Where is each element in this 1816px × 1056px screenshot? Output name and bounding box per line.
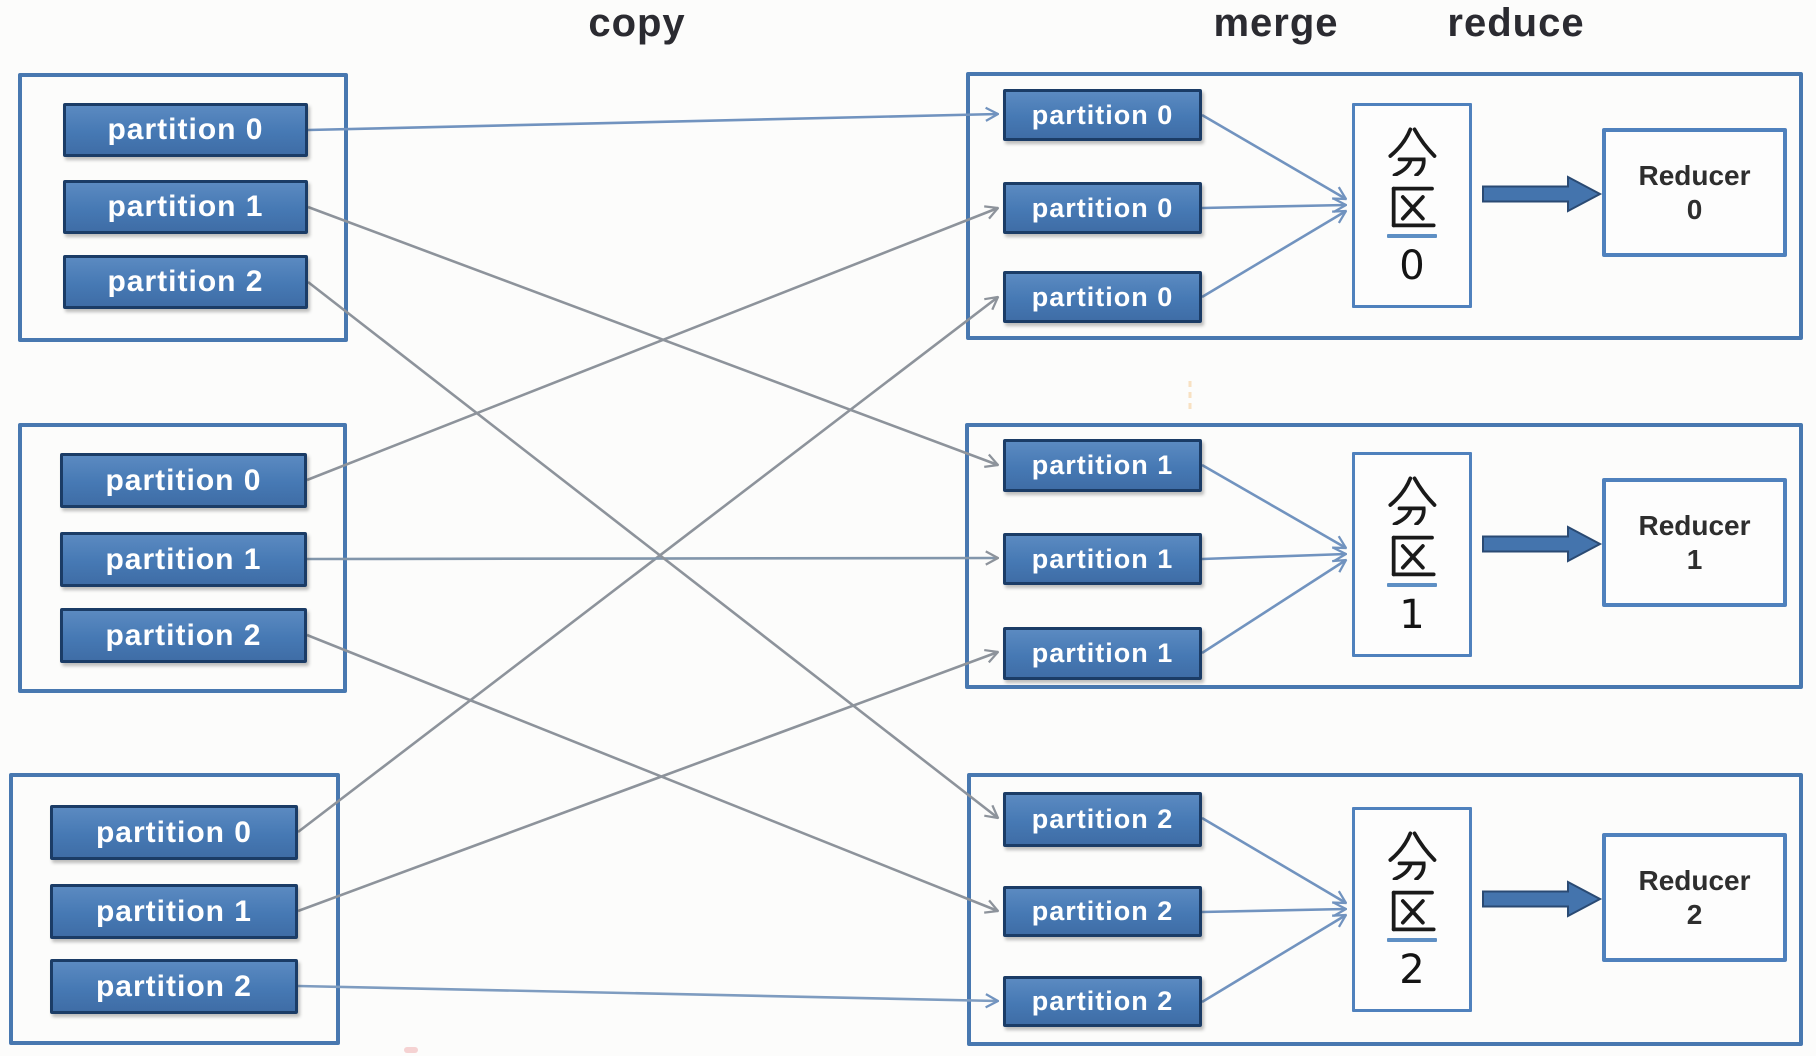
mapper-box-1 bbox=[18, 73, 348, 342]
map3-partition-0: partition 0 bbox=[50, 805, 298, 860]
reducer-0-label: Reducer bbox=[1638, 159, 1751, 191]
merge0-chip-2: partition 0 bbox=[1003, 271, 1202, 323]
merge1-chip-1: partition 1 bbox=[1003, 533, 1202, 585]
merge-lines bbox=[1201, 113, 1346, 1004]
reducer-2-label: Reducer bbox=[1638, 864, 1751, 896]
phase-label-reduce: reduce bbox=[1447, 1, 1585, 45]
qu-underline bbox=[1387, 582, 1437, 587]
map2-partition-2: partition 2 bbox=[60, 608, 307, 663]
mapper-box-3 bbox=[9, 773, 340, 1045]
reducer-1-number: 1 bbox=[1686, 543, 1703, 575]
partition-box-2: 2 bbox=[1352, 807, 1472, 1012]
hanzi-fen-glyph bbox=[1388, 475, 1437, 525]
reducer-2-number: 2 bbox=[1686, 898, 1703, 930]
copy-lines bbox=[297, 114, 998, 1001]
hanzi-qu-glyph bbox=[1391, 890, 1436, 931]
merge2-chip-1: partition 2 bbox=[1003, 886, 1202, 937]
partition-box-0: 0 bbox=[1352, 103, 1472, 308]
map2-partition-1: partition 1 bbox=[60, 532, 307, 587]
merge-box-2 bbox=[967, 773, 1803, 1046]
partition-box-1-number: 1 bbox=[1399, 591, 1425, 638]
merge1-chip-0: partition 1 bbox=[1003, 439, 1202, 492]
reducer-0-box: Reducer 0 bbox=[1602, 128, 1787, 257]
merge1-chip-2: partition 1 bbox=[1003, 627, 1202, 680]
merge-box-1 bbox=[965, 423, 1803, 689]
merge0-chip-1: partition 0 bbox=[1003, 182, 1202, 234]
phase-label-merge: merge bbox=[1213, 1, 1339, 45]
merge2-chip-2: partition 2 bbox=[1003, 976, 1202, 1027]
reducer-1-label: Reducer bbox=[1638, 509, 1751, 541]
merge-box-0 bbox=[966, 72, 1803, 340]
qu-underline bbox=[1387, 233, 1437, 238]
phase-label-copy: copy bbox=[588, 1, 686, 45]
map2-partition-0: partition 0 bbox=[60, 453, 307, 508]
merge2-chip-0: partition 2 bbox=[1003, 792, 1202, 847]
reducer-1-box: Reducer 1 bbox=[1602, 478, 1787, 607]
map1-partition-1: partition 1 bbox=[63, 180, 308, 234]
hanzi-qu-glyph bbox=[1391, 186, 1436, 227]
partition-box-1: 1 bbox=[1352, 452, 1472, 657]
reducer-2-box: Reducer 2 bbox=[1602, 833, 1787, 962]
hanzi-qu-glyph bbox=[1391, 535, 1436, 576]
merge0-chip-0: partition 0 bbox=[1003, 89, 1202, 141]
partition-box-0-number: 0 bbox=[1399, 242, 1425, 289]
reducer-0-number: 0 bbox=[1686, 193, 1703, 225]
hanzi-fen-glyph bbox=[1388, 126, 1437, 176]
map3-partition-1: partition 1 bbox=[50, 884, 298, 939]
map1-partition-2: partition 2 bbox=[63, 255, 308, 309]
map1-partition-0: partition 0 bbox=[63, 103, 308, 157]
qu-underline bbox=[1387, 937, 1437, 942]
hanzi-fen-glyph bbox=[1388, 830, 1437, 880]
map3-partition-2: partition 2 bbox=[50, 959, 298, 1014]
partition-box-2-number: 2 bbox=[1399, 946, 1425, 993]
reduce-arrows bbox=[1482, 175, 1603, 918]
artifact-red-dot bbox=[404, 1047, 418, 1053]
